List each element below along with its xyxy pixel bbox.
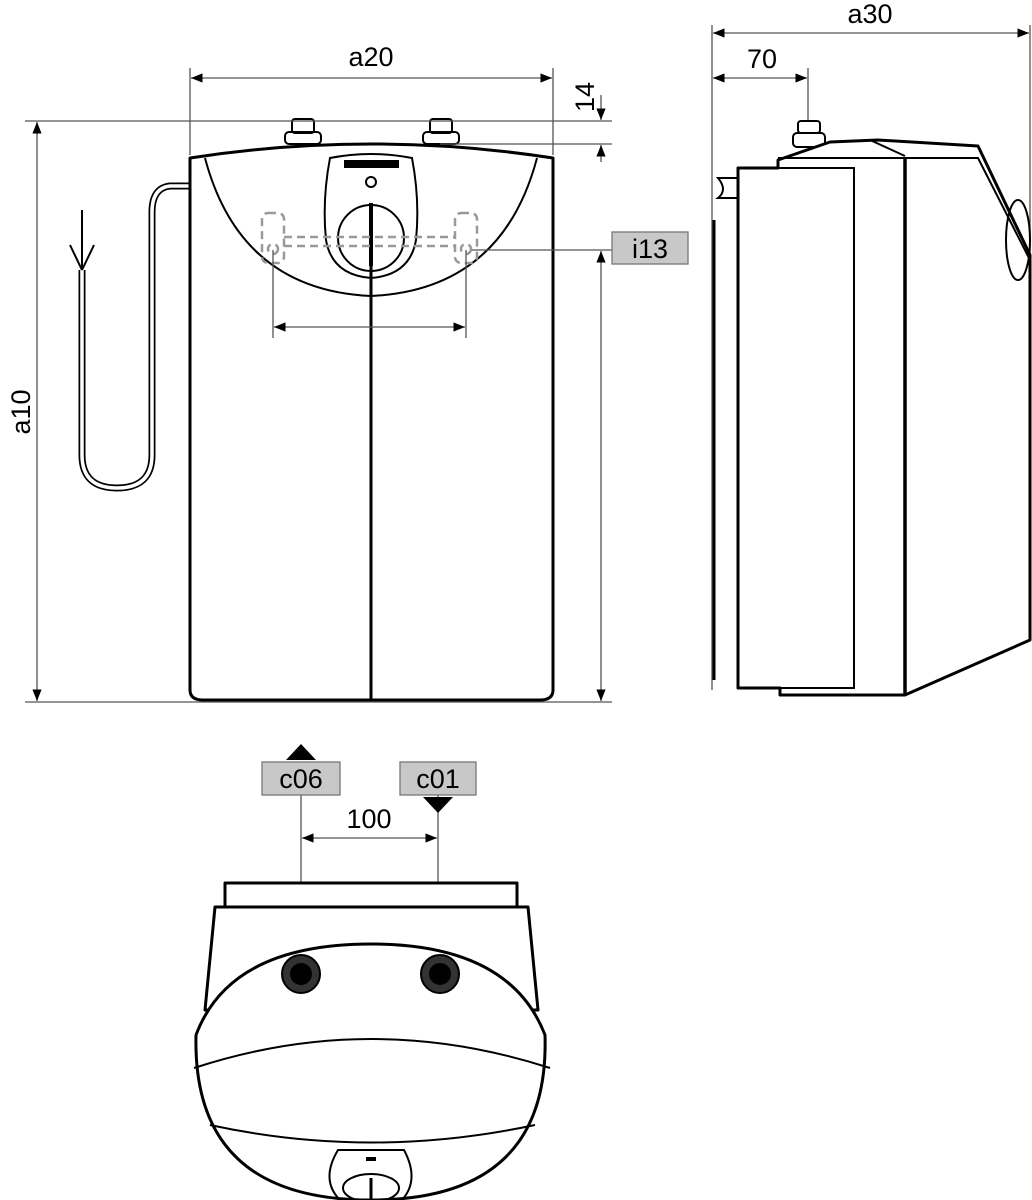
side-front-panel — [737, 167, 855, 689]
front-dimensions: a20 a10 14 i13 — [6, 42, 689, 703]
side-view: a30 70 — [711, 0, 1032, 697]
side-connector — [792, 120, 826, 148]
svg-text:i13: i13 — [632, 234, 668, 264]
front-connector-right — [422, 118, 460, 145]
cable-end-arrow-icon — [69, 210, 95, 271]
bottom-connector-c06 — [281, 954, 321, 994]
height-label: a10 — [6, 389, 36, 434]
bottom-flange — [223, 881, 519, 909]
front-view — [69, 118, 555, 702]
outlet-arrow-up-icon — [286, 744, 316, 760]
svg-text:c06: c06 — [279, 764, 323, 794]
front-connector-left — [284, 118, 322, 145]
side-housing — [736, 138, 1032, 697]
tag-c01: c01 — [399, 761, 477, 813]
inlet-arrow-down-icon — [423, 797, 453, 813]
width-label: a20 — [348, 42, 393, 72]
side-knob — [1005, 199, 1031, 281]
tag-c06: c06 — [261, 744, 341, 796]
tag-i13: i13 — [611, 231, 689, 265]
indicator-lamp-icon — [365, 176, 377, 188]
connector-offset-label: 70 — [747, 44, 777, 74]
connector-height-label: 14 — [570, 82, 600, 112]
svg-text:c01: c01 — [416, 764, 460, 794]
depth-label: a30 — [847, 0, 892, 29]
bottom-cover — [194, 942, 547, 1200]
bottom-connector-c01 — [420, 954, 460, 994]
bottom-view: 100 c06 c01 — [193, 744, 551, 1200]
connector-spacing-label: 100 — [346, 804, 391, 834]
bottom-knob — [328, 1149, 413, 1200]
wall-bracket — [715, 177, 738, 199]
brand-plate — [344, 160, 399, 168]
power-cable — [78, 182, 192, 492]
control-panel — [323, 153, 419, 280]
